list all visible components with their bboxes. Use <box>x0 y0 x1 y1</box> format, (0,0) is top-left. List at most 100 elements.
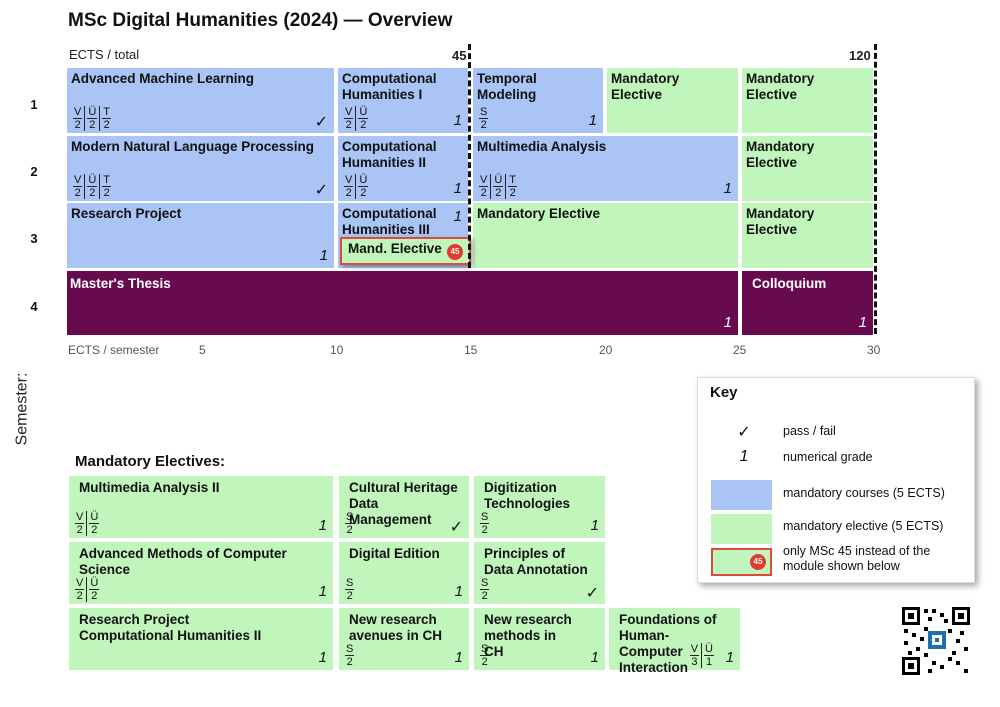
grade-mark: 1 <box>590 649 599 666</box>
semester-axis-label: Semester: <box>13 372 31 446</box>
pass-fail-mark: ✓ <box>585 585 599 602</box>
course-research-project: Research Project 1 <box>67 203 334 268</box>
page-title: MSc Digital Humanities (2024) — Overview <box>68 10 453 31</box>
electives-heading: Mandatory Electives: <box>75 453 226 470</box>
tick-10: 10 <box>330 343 344 357</box>
key-pass-fail: pass / fail <box>783 424 836 438</box>
key-blue-swatch <box>711 480 772 510</box>
course-label: Foundations of Human-Computer Interactio… <box>619 612 717 675</box>
msc45-badge: 45 <box>447 244 463 260</box>
course-label: Mandatory Elective <box>611 71 680 102</box>
grade-mark: 1 <box>588 112 597 129</box>
course-mandatory-elective-r1b: Mandatory Elective <box>742 68 873 133</box>
grade-mark: 1 <box>453 208 462 225</box>
course-label: New research methods in CH <box>484 612 572 659</box>
grade-mark: 1 <box>723 314 732 331</box>
grade-mark: 1 <box>453 180 462 197</box>
course-label: Research Project <box>71 206 182 221</box>
course-mandatory-elective-r3a: Mandatory Elective <box>473 203 738 268</box>
key-msc45-swatch: 45 <box>711 548 772 576</box>
course-label: Modern Natural Language Processing <box>71 139 315 154</box>
course-label: Advanced Machine Learning <box>71 71 255 86</box>
semester-row-4: 4 <box>30 299 38 314</box>
course-label: Multimedia Analysis <box>477 139 607 154</box>
course-label: New research avenues in CH <box>349 612 443 643</box>
grade-mark: 1 <box>590 517 599 534</box>
grade-mark: 1 <box>454 649 463 666</box>
course-label: Mandatory Elective <box>746 71 815 102</box>
qr-code-icon[interactable] <box>902 607 970 675</box>
course-label: Advanced Methods of Computer Science <box>79 546 287 577</box>
key-msc45: only MSc 45 instead of the module shown … <box>783 544 931 573</box>
grade-mark: 1 <box>858 314 867 331</box>
check-icon: ✓ <box>737 424 751 441</box>
grade-mark: 1 <box>454 583 463 600</box>
msc45-badge: 45 <box>750 554 766 570</box>
course-mandatory-elective-r2: Mandatory Elective <box>742 136 873 201</box>
pass-fail-mark: ✓ <box>314 182 328 199</box>
course-label: Research Project Computational Humanitie… <box>79 612 262 643</box>
course-label: Multimedia Analysis II <box>79 480 220 495</box>
msc45-boundary-line <box>468 44 471 268</box>
elective-research-project-ch2: Research Project Computational Humanitie… <box>69 608 333 670</box>
course-label: Mandatory Elective <box>746 139 815 170</box>
grade-mark: 1 <box>319 247 328 264</box>
course-label: Mand. Elective <box>348 241 442 256</box>
course-label: Computational Humanities III <box>342 206 437 237</box>
course-label: Cultural Heritage Data Management <box>349 480 458 527</box>
grade-mark: 1 <box>318 517 327 534</box>
grade-mark: 1 <box>723 180 732 197</box>
ects-total-label: ECTS / total <box>69 47 140 62</box>
course-label: Mandatory Elective <box>477 206 601 221</box>
grade-mark: 1 <box>453 112 462 129</box>
msc45-mand-elective: Mand. Elective 45 <box>340 237 471 265</box>
grade-mark: 1 <box>725 649 734 666</box>
course-label: Digitization Technologies <box>484 480 571 511</box>
course-masters-thesis: Master's Thesis 1 <box>67 271 738 335</box>
total-45-label: 45 <box>452 48 467 63</box>
tick-25: 25 <box>733 343 747 357</box>
key-mandatory: mandatory courses (5 ECTS) <box>783 486 945 500</box>
course-mandatory-elective-r3b: Mandatory Elective <box>742 203 873 268</box>
total-120-label: 120 <box>849 48 871 63</box>
key-elective: mandatory elective (5 ECTS) <box>783 519 944 533</box>
course-label: Computational Humanities II <box>342 139 437 170</box>
course-colloquium: Colloquium 1 <box>742 271 873 335</box>
tick-15: 15 <box>464 343 478 357</box>
semester-row-2: 2 <box>30 164 38 179</box>
key-numerical: numerical grade <box>783 450 873 464</box>
key-green-swatch <box>711 514 772 544</box>
key-title: Key <box>710 384 738 401</box>
tick-20: 20 <box>599 343 613 357</box>
ects-semester-label: ECTS / semester <box>68 343 160 357</box>
pass-fail-mark: ✓ <box>449 519 463 536</box>
legend-key: Key ✓ pass / fail 1 numerical grade mand… <box>697 377 975 583</box>
pass-fail-mark: ✓ <box>314 114 328 131</box>
course-label: Temporal Modeling <box>477 71 537 102</box>
course-label: Mandatory Elective <box>746 206 815 237</box>
semester-row-1: 1 <box>30 97 38 112</box>
